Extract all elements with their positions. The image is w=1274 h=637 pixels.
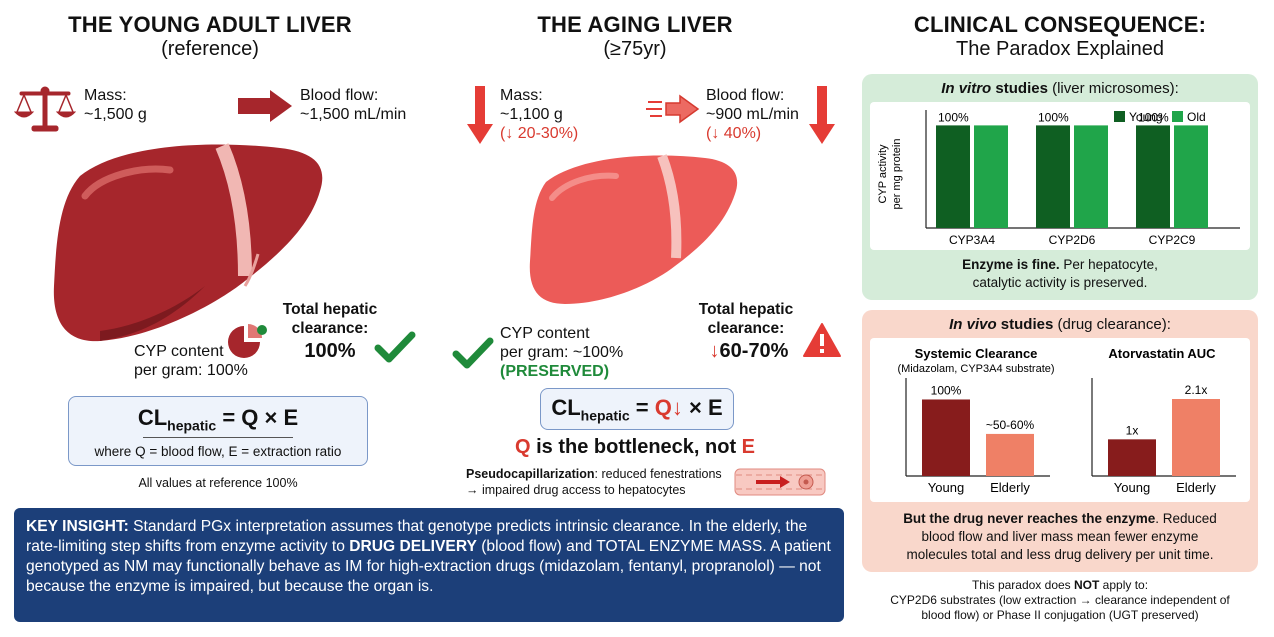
formula-divider [143, 437, 293, 439]
clearance-data-label: ~50-60% [986, 418, 1035, 432]
young-cyp-line1: CYP content [134, 343, 224, 360]
arrow-right-icon [238, 90, 292, 122]
young-clearance-label: Total hepatic clearance: [278, 300, 382, 338]
young-subtitle: (reference) [161, 38, 259, 60]
paradox-footer: This paradox does NOT apply to: CYP2D6 s… [890, 578, 1230, 622]
invitro-chart-area: CYP activity per mg protein 100% CYP3A4 10… [870, 102, 1250, 250]
warning-icon [803, 323, 841, 357]
chart2-subtitle: (Midazolam, CYP3A4 substrate) [897, 363, 1054, 375]
aging-mass-value: ~1,100 g [500, 106, 563, 123]
chart3-title: Atorvastatin AUC [1108, 346, 1216, 361]
young-clearance-line1: Total hepatic [282, 301, 378, 318]
arrow-down-icon [467, 86, 493, 144]
young-formula: CLhepatic = Q × E [137, 405, 299, 434]
arrow-right-icon [646, 94, 700, 124]
invitro-bar-cyp3a4-young [936, 125, 970, 228]
arrow-down-icon [809, 86, 835, 144]
chart2-title: Systemic Clearance [915, 346, 1038, 361]
invitro-data-label: 100% [1138, 110, 1169, 124]
invitro-ylabel-line1: CYP activity [877, 144, 889, 204]
invitro-data-label: 100% [1038, 110, 1069, 124]
invivo-chart-area: Systemic Clearance (Midazolam, CYP3A4 su… [870, 338, 1250, 502]
aging-clearance-line2: clearance: [707, 320, 785, 337]
down-arrow-glyph: ↓ [709, 340, 720, 362]
young-title: THE YOUNG ADULT LIVER [68, 12, 352, 37]
clinical-subtitle: The Paradox Explained [956, 38, 1164, 60]
young-cyp-line2: per gram: 100% [134, 362, 248, 379]
young-mass-label: Mass: [84, 87, 127, 104]
aging-title: THE AGING LIVER [537, 12, 733, 37]
young-footnote: All values at reference 100% [138, 476, 298, 490]
legend-young-swatch [1114, 111, 1125, 122]
invivo-bar-charts: Systemic Clearance (Midazolam, CYP3A4 su… [897, 346, 1236, 495]
auc-data-label: 1x [1126, 423, 1139, 437]
invitro-tick-label: CYP2D6 [1049, 233, 1096, 247]
auc-bar-elderly [1172, 399, 1220, 476]
invivo-summary: But the drug never reaches the enzyme. R… [903, 511, 1217, 562]
invivo-heading: In vivo studies (drug clearance): [949, 316, 1171, 333]
check-icon [374, 331, 416, 363]
invitro-bar-cyp2c9-old [1174, 125, 1208, 228]
invitro-summary: Enzyme is fine. Per hepatocyte, catalyti… [962, 257, 1158, 290]
aging-pseudo-text: Pseudocapillarization: reduced fenestrat… [466, 467, 722, 497]
young-formula-note: where Q = blood flow, E = extraction rat… [94, 444, 342, 460]
young-liver-illustration [53, 143, 323, 342]
auc-data-label: 2.1x [1185, 383, 1208, 397]
aging-flow-value: ~900 mL/min [706, 106, 799, 123]
invitro-bar-cyp2c9-young [1136, 125, 1170, 228]
aging-clearance-line1: Total hepatic [698, 301, 794, 318]
aging-cyp-line1: CYP content [500, 325, 590, 342]
aging-mass-label: Mass: [500, 87, 543, 104]
aging-cyp-line2: per gram: ~100% [500, 344, 624, 361]
aging-formula: CLhepatic = Q↓ × E [551, 395, 723, 424]
clearance-bar-elderly [986, 433, 1034, 476]
key-insight-label: KEY INSIGHT: [26, 518, 129, 535]
young-mass-value: ~1,500 g [84, 106, 147, 123]
invitro-bar-cyp2d6-young [1036, 125, 1070, 228]
clinical-title: CLINICAL CONSEQUENCE: [913, 12, 1207, 37]
aging-flow-change: (↓ 40%) [706, 125, 762, 142]
clearance-tick-label: Elderly [990, 480, 1030, 495]
aging-mass-change: (↓ 20-30%) [500, 125, 579, 142]
invitro-bar-cyp2d6-old [1074, 125, 1108, 228]
pie-enzyme-icon [228, 324, 267, 358]
young-flow-label: Blood flow: [300, 87, 379, 104]
legend-young-label: Young [1129, 110, 1163, 124]
key-insight-box: KEY INSIGHT: Standard PGx interpretation… [14, 508, 844, 622]
aging-formula-box: CLhepatic = Q↓ × E [540, 388, 734, 430]
aging-clearance-label: Total hepatic clearance: [694, 300, 798, 338]
invitro-bar-cyp3a4-old [974, 125, 1008, 228]
clearance-tick-label: Young [928, 480, 964, 495]
aging-cyp-status: (PRESERVED) [500, 363, 610, 380]
invitro-tick-label: CYP2C9 [1149, 233, 1196, 247]
invitro-heading: In vitro studies (liver microsomes): [941, 80, 1179, 97]
aging-subtitle: (≥75yr) [603, 38, 667, 60]
legend-old-swatch [1172, 111, 1183, 122]
young-clearance-line2: clearance: [291, 320, 369, 337]
young-clearance-value: 100% [304, 340, 356, 362]
young-formula-box: CLhepatic = Q × E where Q = blood flow, … [68, 396, 368, 466]
legend-old-label: Old [1187, 110, 1206, 124]
down-arrow-glyph: ↓ [671, 395, 683, 420]
aging-bottleneck: Q is the bottleneck, not E [514, 436, 756, 458]
auc-tick-label: Elderly [1176, 480, 1216, 495]
aging-flow-label: Blood flow: [706, 87, 785, 104]
aging-liver-illustration [529, 154, 738, 304]
invitro-data-label: 100% [938, 110, 969, 124]
auc-tick-label: Young [1114, 480, 1150, 495]
clearance-data-label: 100% [931, 383, 962, 397]
young-flow-value: ~1,500 mL/min [300, 106, 407, 123]
invitro-ylabel-line2: per mg protein [891, 139, 903, 210]
invitro-bar-chart: CYP activity per mg protein 100% CYP3A4 10… [877, 110, 1240, 247]
check-icon [452, 337, 494, 369]
vessel-icon [734, 468, 826, 496]
balance-scale-icon [14, 86, 76, 132]
auc-bar-young [1108, 439, 1156, 476]
aging-clearance-value: ↓60-70% [709, 340, 789, 362]
clearance-bar-young [922, 399, 970, 476]
invitro-tick-label: CYP3A4 [949, 233, 995, 247]
